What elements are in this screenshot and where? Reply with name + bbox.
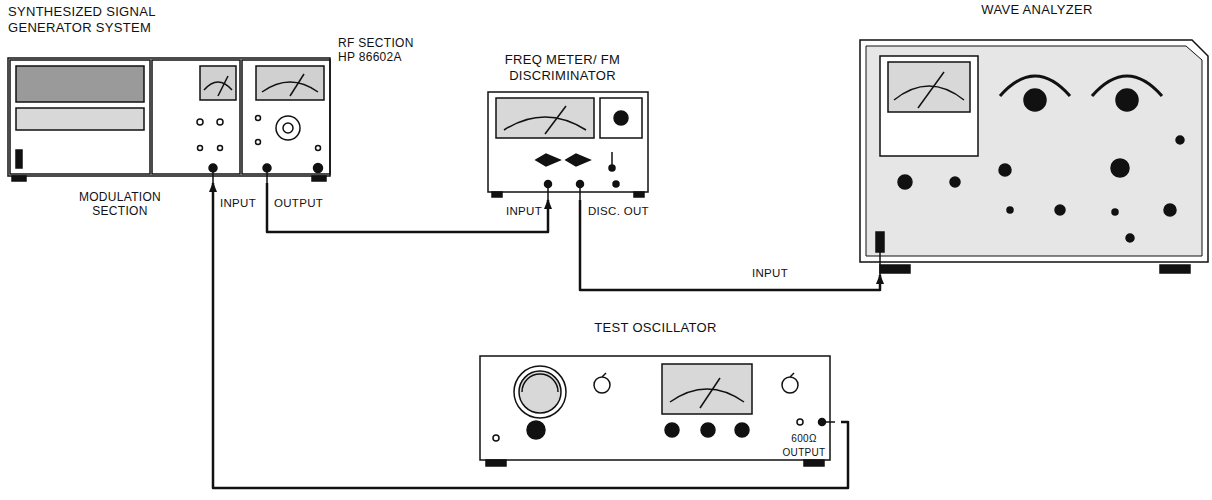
cable [580, 200, 880, 290]
fm-discriminator: FREQ METER/ FM DISCRIMINATOR [470, 52, 655, 200]
port-label: 600Ω OUTPUT [780, 432, 828, 460]
port-label: INPUT [752, 266, 802, 280]
wave-analyzer: WAVE ANALYZER [858, 2, 1212, 275]
port-label: INPUT [220, 196, 264, 210]
cable [267, 183, 548, 232]
signal-generator: SYNTHESIZED SIGNAL GENERATOR SYSTEM [5, 4, 335, 183]
instrument-title: WAVE ANALYZER [861, 2, 1212, 18]
instrument-title: FREQ METER/ FM DISCRIMINATOR [483, 52, 643, 84]
section-label: RF SECTION HP 86602A [338, 36, 418, 64]
cable [213, 183, 848, 488]
port-label: INPUT [494, 204, 542, 218]
port-label: DISC. OUT [588, 204, 658, 218]
port-label: OUTPUT [274, 196, 330, 210]
section-label: MODULATION SECTION [70, 190, 170, 218]
instrument-title: TEST OSCILLATOR [473, 320, 838, 336]
instrument-title: SYNTHESIZED SIGNAL GENERATOR SYSTEM [5, 4, 178, 36]
